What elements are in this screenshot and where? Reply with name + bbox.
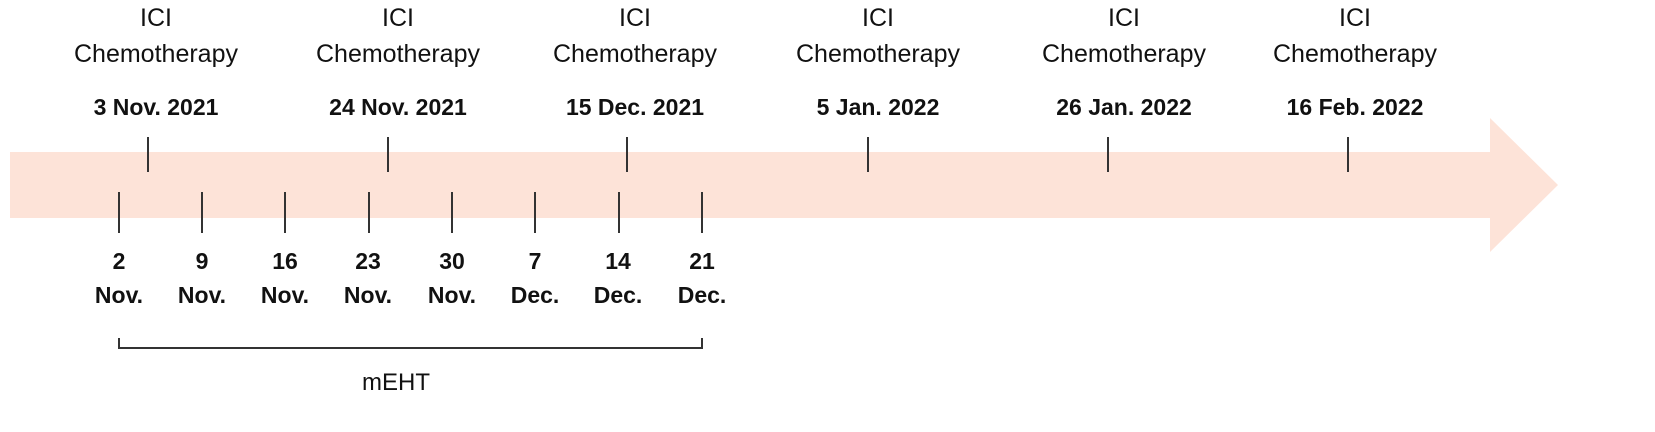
session-month: Dec.	[510, 282, 560, 308]
treatment-label: ICI	[619, 4, 651, 32]
session-month: Nov.	[177, 282, 227, 308]
session-day: 2	[112, 248, 126, 274]
treatment-label: Chemotherapy	[316, 40, 480, 68]
bottom-event: 2 Nov.	[74, 244, 164, 312]
meht-range-label: mEHT	[362, 369, 430, 396]
session-day: 14	[605, 248, 631, 274]
top-event: ICI Chemotherapy 3 Nov. 2021	[36, 0, 276, 122]
treatment-label: Chemotherapy	[553, 40, 717, 68]
session-day: 23	[355, 248, 381, 274]
session-month: Dec.	[593, 282, 643, 308]
bottom-event: 30 Nov.	[407, 244, 497, 312]
top-event: ICI Chemotherapy 26 Jan. 2022	[1004, 0, 1244, 122]
treatment-label: Chemotherapy	[1273, 40, 1437, 68]
bottom-event: 23 Nov.	[323, 244, 413, 312]
top-event: ICI Chemotherapy 16 Feb. 2022	[1235, 0, 1475, 122]
session-day: 30	[439, 248, 465, 274]
bottom-event: 14 Dec.	[573, 244, 663, 312]
session-month: Nov.	[427, 282, 477, 308]
session-month: Nov.	[343, 282, 393, 308]
session-month: Nov.	[260, 282, 310, 308]
treatment-label: ICI	[862, 4, 894, 32]
top-event: ICI Chemotherapy 24 Nov. 2021	[278, 0, 518, 122]
session-month: Dec.	[677, 282, 727, 308]
session-day: 21	[689, 248, 715, 274]
event-date: 15 Dec. 2021	[565, 94, 705, 120]
event-date: 26 Jan. 2022	[1056, 94, 1192, 120]
top-event: ICI Chemotherapy 15 Dec. 2021	[515, 0, 755, 122]
treatment-label: Chemotherapy	[796, 40, 960, 68]
treatment-label: ICI	[382, 4, 414, 32]
bottom-event: 9 Nov.	[157, 244, 247, 312]
session-month: Nov.	[94, 282, 144, 308]
bottom-event: 16 Nov.	[240, 244, 330, 312]
treatment-label: ICI	[140, 4, 172, 32]
event-date: 5 Jan. 2022	[816, 94, 940, 120]
event-date: 24 Nov. 2021	[329, 94, 467, 120]
bottom-event: 21 Dec.	[657, 244, 747, 312]
bottom-event: 7 Dec.	[490, 244, 580, 312]
event-date: 16 Feb. 2022	[1286, 94, 1424, 120]
treatment-label: Chemotherapy	[1042, 40, 1206, 68]
top-event: ICI Chemotherapy 5 Jan. 2022	[758, 0, 998, 122]
event-date: 3 Nov. 2021	[93, 94, 219, 120]
session-day: 7	[528, 248, 542, 274]
session-day: 9	[195, 248, 209, 274]
treatment-label: ICI	[1339, 4, 1371, 32]
treatment-label: ICI	[1108, 4, 1140, 32]
session-day: 16	[272, 248, 298, 274]
treatment-label: Chemotherapy	[74, 40, 238, 68]
timeline-arrow	[10, 118, 1558, 252]
